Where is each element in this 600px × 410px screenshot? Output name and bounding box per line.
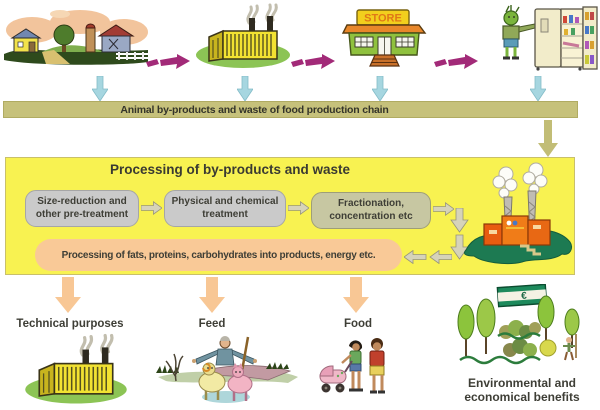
flow-left-arrows-icon: [404, 250, 452, 264]
store-illustration: STORE: [341, 9, 427, 67]
store-sign-text: STORE: [364, 13, 402, 25]
byproducts-banner: Animal by-products and waste of food pro…: [3, 101, 578, 118]
family-stroller-illustration: [319, 338, 385, 394]
processing-result-box: Processing of fats, proteins, carbohydra…: [35, 239, 402, 271]
chain-arrow-icon: [434, 53, 478, 70]
byproducts-banner-label: Animal by-products and waste of food pro…: [120, 103, 389, 116]
consumer-fridge-illustration: [502, 5, 598, 71]
output-label-food: Food: [343, 318, 373, 330]
output-label-environmental: Environmental and economical benefits: [464, 376, 580, 404]
output-arrow-icon: [55, 277, 81, 313]
output-arrow-icon: [343, 277, 369, 313]
down-arrow-icon: [372, 76, 388, 101]
trees-money-illustration: €: [457, 284, 580, 365]
down-arrow-icon: [530, 76, 546, 101]
chain-arrow-icon: [146, 53, 190, 70]
chain-arrow-icon: [291, 53, 335, 70]
step-size-reduction: Size-reduction and other pre-treatment: [25, 190, 139, 227]
step-arrow-icon: [288, 201, 309, 215]
flow-down-arrows-icon: [450, 208, 469, 260]
euro-symbol-text: €: [521, 291, 528, 302]
output-arrow-icon: [199, 277, 225, 313]
farm-illustration: [4, 10, 148, 65]
food-factory-illustration: [193, 3, 293, 69]
banner-to-processing-arrow-icon: [538, 120, 558, 157]
step-fractionation: Fractionation, concentration etc: [311, 192, 431, 229]
down-arrow-icon: [92, 76, 108, 101]
output-label-technical: Technical purposes: [16, 318, 124, 330]
shepherd-livestock-illustration: [156, 336, 298, 403]
step-physical-chemical: Physical and chemical treatment: [164, 190, 286, 227]
down-arrow-icon: [237, 76, 253, 101]
processing-plant-illustration: [463, 162, 573, 265]
technical-factory-illustration: [22, 333, 130, 405]
processing-box-title: Processing of by-products and waste: [109, 162, 351, 177]
step-arrow-icon: [141, 201, 162, 215]
output-label-feed: Feed: [198, 318, 226, 330]
